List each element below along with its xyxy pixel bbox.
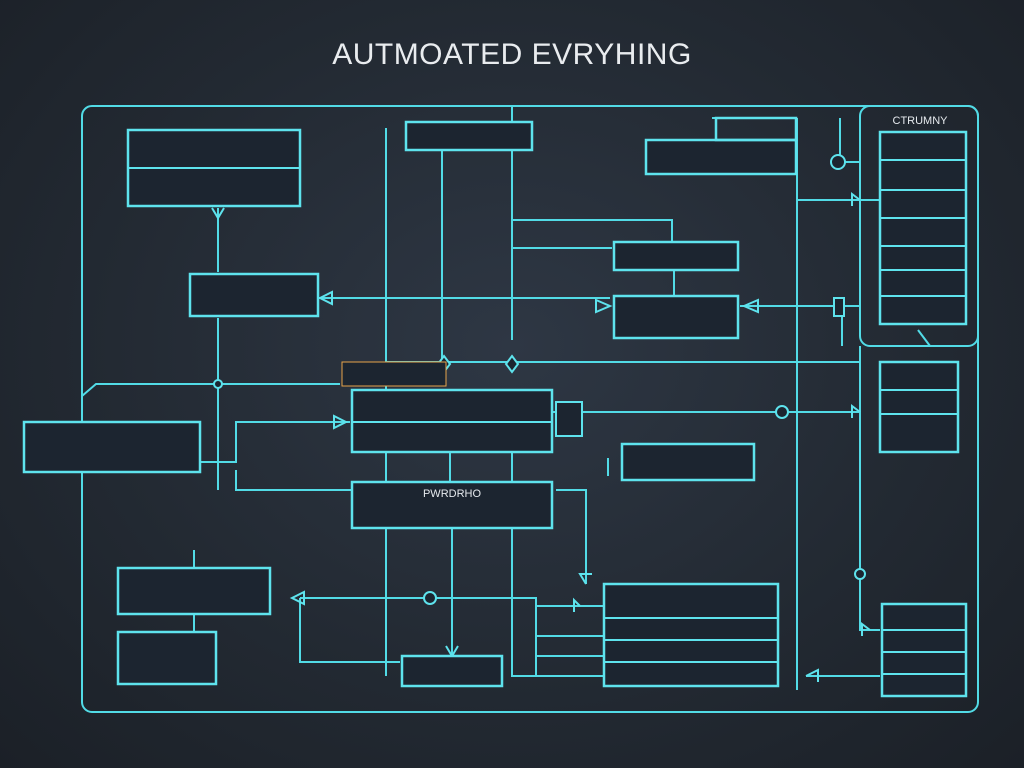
center-box-label: PWRDRHO (423, 488, 481, 500)
box-right-middle (612, 294, 740, 340)
box-right-lower (878, 360, 960, 454)
diagram-title: AUTMOATED EVRYHING (332, 38, 692, 71)
outer-frame (81, 105, 979, 713)
box-right-upper (612, 240, 740, 272)
box-top-right (644, 138, 798, 176)
box-bottom-right-list (880, 602, 968, 698)
right-panel-list: CTRUMNY (878, 115, 968, 326)
box-left-wide (22, 420, 202, 474)
box-bottom-left-small (116, 630, 218, 686)
box-bottom-right-table (602, 582, 780, 688)
box-right-mid-lower (620, 442, 756, 482)
box-top-center (404, 120, 534, 152)
diagram-boxes: CTRUMNY PWRDRHO (22, 115, 968, 698)
junction-nodes (213, 154, 866, 605)
right-panel-header: CTRUMNY (893, 115, 949, 127)
right-panel-frame (859, 105, 979, 347)
box-left-middle (188, 272, 320, 318)
arrow-markers (211, 192, 871, 682)
box-bottom-left (116, 566, 272, 616)
box-center-process (350, 480, 554, 530)
box-bottom-center (400, 654, 504, 688)
